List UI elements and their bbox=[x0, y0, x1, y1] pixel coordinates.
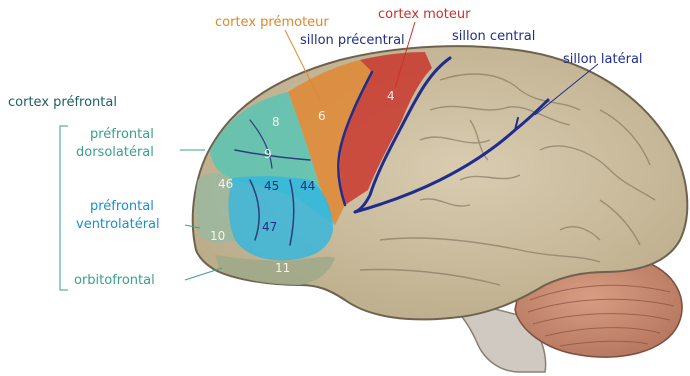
orbitofrontal-label: orbitofrontal bbox=[74, 273, 155, 288]
area-44-label: 44 bbox=[300, 179, 315, 193]
area-8-label: 8 bbox=[272, 115, 280, 129]
area-46-label: 46 bbox=[218, 177, 233, 191]
prefrontal-cortex-label: cortex préfrontal bbox=[8, 95, 117, 110]
motor-cortex-label: cortex moteur bbox=[378, 7, 471, 22]
precentral-sulcus-label: sillon précentral bbox=[300, 33, 405, 48]
central-sulcus-label: sillon central bbox=[452, 29, 535, 44]
area-6-label: 6 bbox=[318, 109, 326, 123]
ventrolateral-label-line1: préfrontal bbox=[90, 199, 154, 214]
dorsolateral-label-line1: préfrontal bbox=[90, 127, 154, 142]
lateral-sulcus-label: sillon latéral bbox=[563, 52, 643, 67]
ventrolateral-prefrontal-region bbox=[228, 176, 333, 260]
area-47-label: 47 bbox=[262, 220, 277, 234]
area-11-label: 11 bbox=[275, 261, 290, 275]
ventrolateral-label-line2: ventrolatéral bbox=[76, 217, 160, 232]
prefrontal-bracket bbox=[60, 126, 68, 290]
area-4-label: 4 bbox=[387, 89, 395, 103]
dorsolateral-label-line2: dorsolatéral bbox=[76, 145, 154, 160]
area-45-label: 45 bbox=[264, 179, 279, 193]
orbitofrontal-pointer bbox=[185, 268, 222, 280]
area-9-label: 9 bbox=[264, 147, 272, 161]
area-10-label: 10 bbox=[210, 229, 225, 243]
premotor-cortex-label: cortex prémoteur bbox=[215, 15, 329, 30]
